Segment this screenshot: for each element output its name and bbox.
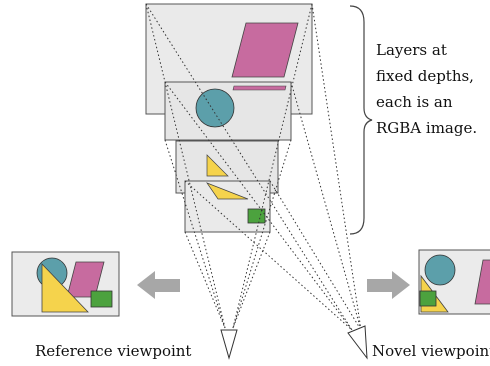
annotation-line-3: each is an <box>376 93 453 111</box>
annotation-line-1: Layers at <box>376 41 447 59</box>
annotation-line-2: fixed depths, <box>376 67 474 85</box>
green-rectangle <box>247 208 266 224</box>
left-arrow-icon <box>137 271 180 299</box>
novel-frustum <box>145 3 362 331</box>
reference-camera-icon <box>220 329 238 360</box>
novel-rendered-image <box>418 249 490 315</box>
magenta-parallelogram <box>231 22 299 78</box>
yellow-triangle-front <box>206 182 249 200</box>
yellow-triangle-upper <box>206 154 229 177</box>
teal-circle <box>195 88 235 128</box>
annotation-line-4: RGBA image. <box>376 119 477 137</box>
magenta-sliver <box>232 85 287 91</box>
novel-viewpoint-label: Novel viewpoint <box>372 342 490 360</box>
layers-brace <box>349 5 373 235</box>
reference-viewpoint-label: Reference viewpoint <box>35 342 191 360</box>
reference-frustum <box>145 3 313 329</box>
layer-4 <box>184 180 271 233</box>
right-arrow-icon <box>367 271 410 299</box>
reference-rendered-image <box>11 251 120 317</box>
novel-camera-icon <box>347 325 368 360</box>
